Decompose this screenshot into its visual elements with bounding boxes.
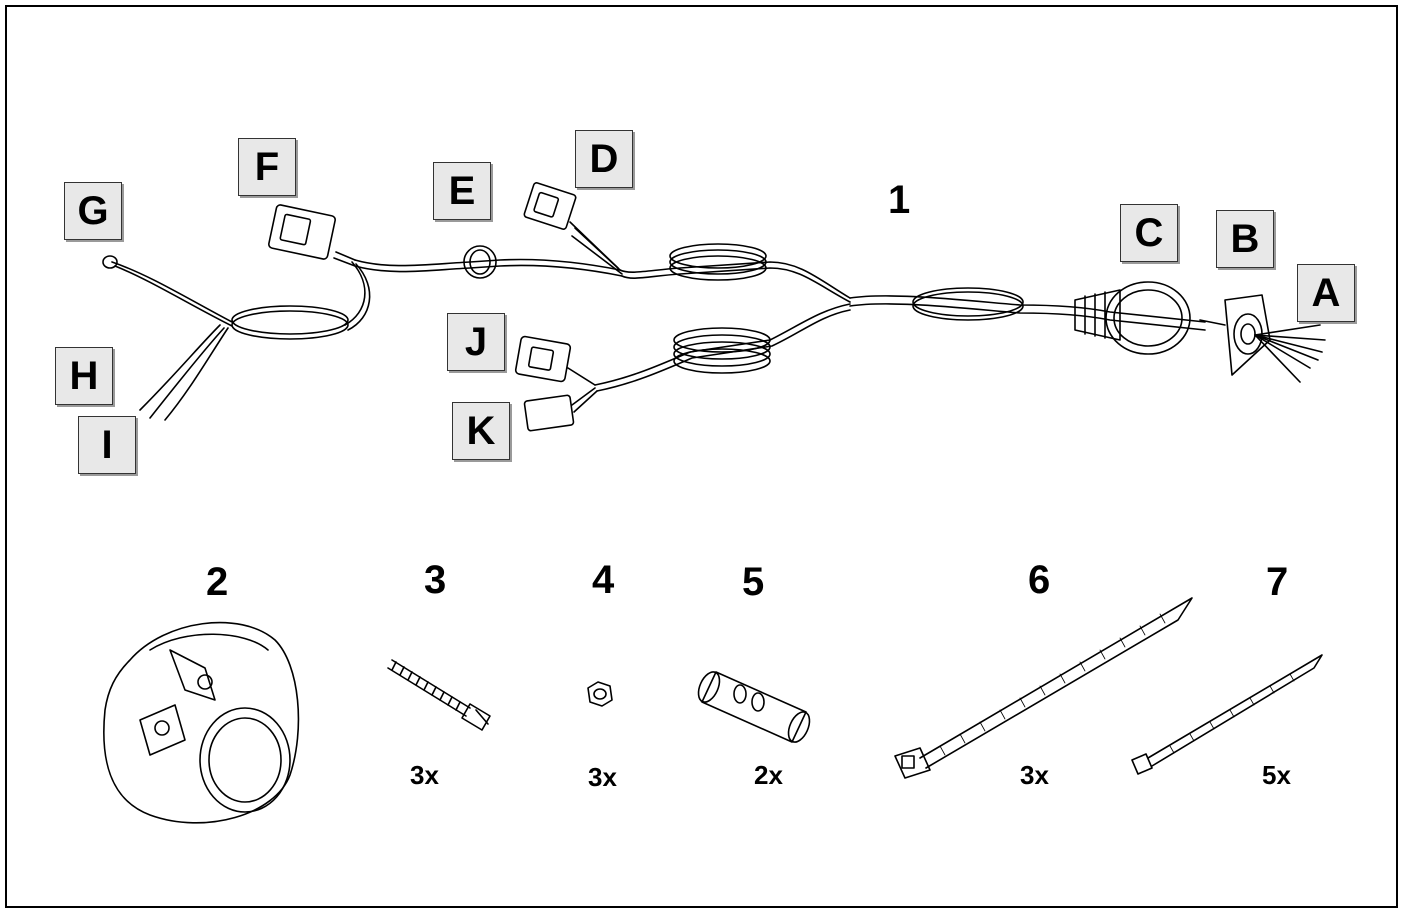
diagram-frame — [5, 5, 1398, 908]
quantity-item-5: 2x — [754, 760, 783, 790]
screw-icon — [387, 659, 491, 731]
item-number-5: 5 — [742, 560, 765, 604]
callout-k: K — [452, 402, 510, 460]
butt-connector-icon — [697, 671, 811, 743]
callout-a: A — [1297, 264, 1355, 322]
quantity-item-6: 3x — [1020, 760, 1049, 790]
quantity-item-4: 3x — [588, 762, 617, 792]
item-number-6: 6 — [1028, 558, 1051, 602]
callout-g: G — [64, 182, 122, 240]
cable-tie-long-icon — [894, 597, 1193, 779]
callout-b: B — [1216, 210, 1274, 268]
item-number-1: 1 — [888, 178, 911, 222]
quantity-item-3: 3x — [410, 760, 439, 790]
nut-icon — [587, 681, 613, 707]
callout-j: J — [447, 313, 505, 371]
callout-f: F — [238, 138, 296, 196]
cable-tie-short-icon — [1131, 654, 1323, 775]
callout-d: D — [575, 130, 633, 188]
callout-h: H — [55, 347, 113, 405]
callout-c: C — [1120, 204, 1178, 262]
item-number-3: 3 — [424, 558, 447, 602]
callout-e: E — [433, 162, 491, 220]
item-number-7: 7 — [1266, 560, 1289, 604]
wiring-harness — [102, 182, 1326, 432]
socket-icon — [103, 621, 300, 824]
item-number-2: 2 — [206, 560, 229, 604]
callout-i: I — [78, 416, 136, 474]
quantity-item-7: 5x — [1262, 760, 1291, 790]
item-number-4: 4 — [592, 558, 615, 602]
